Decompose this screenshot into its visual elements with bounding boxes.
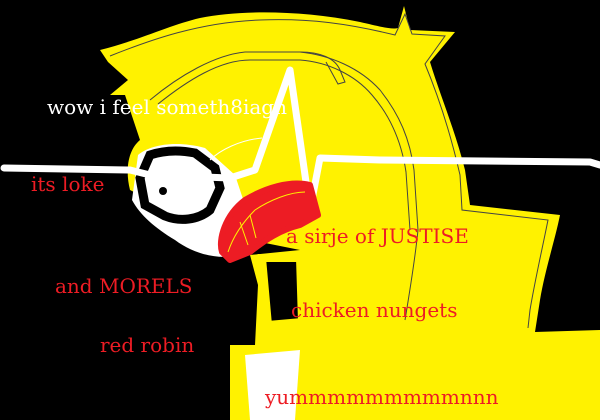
caption-sirje-of-justise: a sirje of JUSTISE bbox=[286, 224, 469, 248]
caption-yum: yummmmmmmmmnnn bbox=[265, 385, 499, 409]
caption-and-morels: and MORELS bbox=[55, 274, 193, 298]
brow-line bbox=[209, 137, 263, 161]
tongue bbox=[218, 180, 321, 263]
eye-ring bbox=[135, 146, 225, 224]
white-pulse-line bbox=[0, 66, 600, 214]
white-collar bbox=[245, 350, 300, 420]
gap-outline bbox=[257, 254, 307, 330]
caption-red-robin: red robin bbox=[100, 333, 195, 357]
tongue-detail bbox=[227, 191, 306, 253]
tongue-stripes bbox=[239, 214, 257, 246]
caption-its-loke: its loke bbox=[31, 172, 105, 196]
eye bbox=[135, 146, 225, 224]
yellow-hair-shape bbox=[100, 6, 600, 420]
hair-fill bbox=[100, 6, 600, 420]
caption-wow: wow i feel someth8iagn bbox=[47, 95, 287, 119]
pupil bbox=[159, 187, 167, 195]
caption-chicken-nungets: chicken nungets bbox=[291, 298, 458, 322]
hair-outline bbox=[109, 12, 549, 329]
tongue-fill bbox=[218, 180, 321, 263]
black-gap bbox=[262, 258, 302, 325]
hair-inner-line-2 bbox=[157, 59, 411, 231]
hair-inner-line bbox=[149, 51, 419, 321]
hair-strand bbox=[299, 51, 346, 85]
